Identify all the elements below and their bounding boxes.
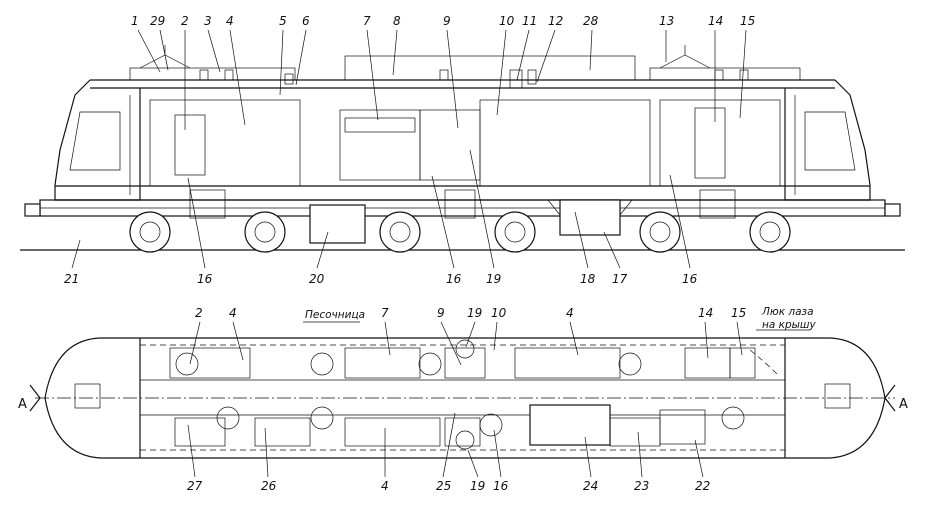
plan-view-callouts: 2 4 7 9 19 10 4 14 15 27 26 4 25 19 16 2…: [18, 306, 908, 493]
callout-side-3: 3: [204, 14, 212, 28]
callout-plan-22: 22: [695, 479, 710, 493]
callout-side-20: 20: [309, 272, 325, 286]
callout-plan-26: 26: [261, 479, 277, 493]
callout-plan-7: 7: [381, 306, 389, 320]
callout-side-6: 6: [302, 14, 310, 28]
callout-plan-27: 27: [187, 479, 203, 493]
callout-side-16a: 16: [197, 272, 213, 286]
callout-side-14: 14: [708, 14, 723, 28]
callout-plan-10: 10: [491, 306, 507, 320]
callout-side-16c: 16: [682, 272, 698, 286]
label-roof-hatch-line1: Люк лаза: [761, 306, 814, 318]
callout-side-19: 19: [486, 272, 501, 286]
callout-side-2: 2: [181, 14, 189, 28]
label-sandbox: Песочница: [305, 309, 365, 321]
callout-side-8: 8: [393, 14, 401, 28]
callout-side-4: 4: [226, 14, 234, 28]
callout-plan-4b: 4: [566, 306, 574, 320]
callout-plan-14: 14: [698, 306, 713, 320]
callout-side-28: 28: [583, 14, 599, 28]
callout-side-9: 9: [443, 14, 451, 28]
callout-side-11: 11: [522, 14, 537, 28]
callout-side-13: 13: [659, 14, 674, 28]
callout-side-7: 7: [363, 14, 371, 28]
callout-side-21: 21: [64, 272, 79, 286]
callout-plan-2: 2: [195, 306, 203, 320]
plan-view: [29, 337, 896, 459]
callout-side-17: 17: [612, 272, 628, 286]
callout-plan-16: 16: [493, 479, 509, 493]
callout-plan-4c: 4: [381, 479, 389, 493]
callout-side-5: 5: [279, 14, 287, 28]
label-roof-hatch-line2: на крышу: [762, 319, 817, 331]
callout-side-16b: 16: [446, 272, 462, 286]
callout-plan-4a: 4: [229, 306, 237, 320]
section-mark-left: А: [18, 397, 27, 412]
callout-side-18: 18: [580, 272, 596, 286]
section-mark-right: А: [899, 397, 908, 412]
side-view-callouts: 1 29 2 3 4 5 6 7 8 9 10 11 12 28 13 14 1…: [64, 14, 755, 286]
callout-plan-23: 23: [634, 479, 649, 493]
callout-side-1: 1: [131, 14, 139, 28]
callout-plan-15: 15: [731, 306, 746, 320]
callout-side-15: 15: [740, 14, 755, 28]
callout-side-10: 10: [499, 14, 515, 28]
side-view: [20, 45, 905, 253]
callout-plan-19b: 19: [470, 479, 485, 493]
bogie-wheels: [129, 211, 791, 253]
callout-plan-25: 25: [436, 479, 451, 493]
callout-plan-19a: 19: [467, 306, 482, 320]
callout-plan-24: 24: [583, 479, 598, 493]
callout-plan-9: 9: [437, 306, 445, 320]
leader-lines: [71, 29, 810, 478]
callout-side-29: 29: [150, 14, 165, 28]
callout-side-12: 12: [548, 14, 563, 28]
